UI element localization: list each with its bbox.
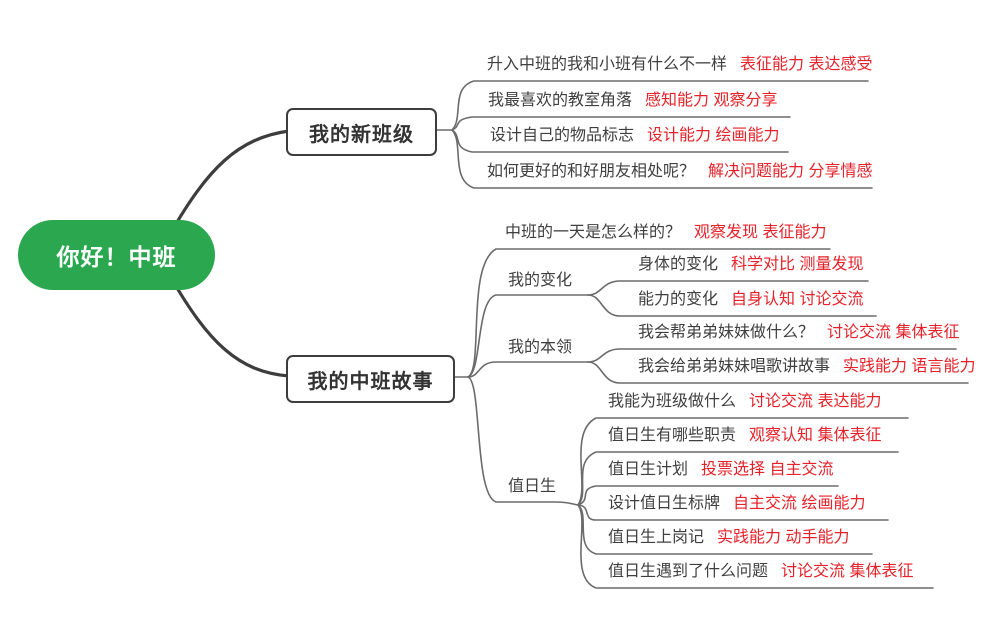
- leaf-text: 身体的变化: [638, 256, 719, 273]
- branch-new-class[interactable]: 我的新班级: [286, 108, 437, 156]
- sub-branch-changes-label: 我的变化: [508, 272, 573, 289]
- connector-newclass-leaf2: [451, 116, 791, 131]
- connector-skills-leaf1: [587, 348, 957, 363]
- leaf-text: 我能为班级做什么: [608, 393, 737, 410]
- leaf-tags: 讨论交流 集体表征: [827, 324, 960, 341]
- connector-root-to-new-class: [168, 129, 291, 236]
- leaf-tags: 实践能力 语言能力: [843, 358, 976, 375]
- leaf-tags: 自主交流 绘画能力: [733, 495, 866, 512]
- leaf-text: 我会给弟弟妹妹唱歌讲故事: [638, 358, 831, 375]
- leaf-node-duty-2[interactable]: 值日生有哪些职责 观察认知 集体表征: [608, 425, 881, 447]
- leaf-node-changes-1[interactable]: 身体的变化 科学对比 测量发现: [638, 254, 863, 276]
- leaf-tags: 表征能力 表达感受: [740, 56, 873, 73]
- sub-branch-duty[interactable]: 值日生: [508, 476, 556, 498]
- leaf-text: 中班的一天是怎么样的？: [505, 224, 682, 241]
- leaf-text: 值日生计划: [608, 461, 689, 478]
- leaf-tags: 设计能力 绘画能力: [647, 127, 780, 144]
- connector-skills-leaf2: [587, 361, 969, 384]
- sub-branch-changes[interactable]: 我的变化: [508, 270, 572, 292]
- leaf-text: 我会帮弟弟妹妹做什么？: [638, 324, 815, 341]
- connector-story-day: [467, 248, 831, 378]
- leaf-tags: 解决问题能力 分享情感: [708, 163, 873, 180]
- connector-story-duty: [467, 376, 579, 506]
- leaf-text: 值日生上岗记: [608, 529, 705, 546]
- connector-duty-leaf2: [577, 451, 899, 506]
- leaf-text: 如何更好的和好朋友相处呢？: [487, 163, 696, 180]
- leaf-node-new-class-1[interactable]: 升入中班的我和小班有什么不一样 表征能力 表达感受: [487, 54, 872, 76]
- leaf-tags: 观察认知 集体表征: [749, 427, 882, 444]
- connector-story-changes: [467, 294, 589, 378]
- leaf-node-duty-4[interactable]: 设计值日生标牌 自主交流 绘画能力: [608, 493, 865, 515]
- connector-newclass-leaf4: [451, 129, 873, 189]
- leaf-node-duty-3[interactable]: 值日生计划 投票选择 自主交流: [608, 459, 833, 481]
- sub-branch-skills[interactable]: 我的本领: [508, 337, 572, 359]
- connector-duty-leaf6: [577, 504, 934, 589]
- leaf-tags: 讨论交流 表达能力: [749, 393, 882, 410]
- branch-story-label: 我的中班故事: [307, 370, 434, 393]
- leaf-text: 升入中班的我和小班有什么不一样: [487, 56, 728, 73]
- sub-branch-skills-label: 我的本领: [508, 339, 573, 356]
- root-topic[interactable]: 你好！中班: [18, 220, 215, 290]
- connector-story-skills: [467, 361, 589, 378]
- branch-story[interactable]: 我的中班故事: [286, 355, 455, 403]
- branch-new-class-label: 我的新班级: [309, 123, 414, 146]
- leaf-text: 能力的变化: [638, 291, 719, 308]
- leaf-text: 值日生有哪些职责: [608, 427, 737, 444]
- leaf-node-duty-6[interactable]: 值日生遇到了什么问题 讨论交流 集体表征: [608, 561, 913, 583]
- leaf-node-story-day[interactable]: 中班的一天是怎么样的？ 观察发现 表征能力: [505, 222, 826, 244]
- leaf-tags: 自身认知 讨论交流: [731, 291, 864, 308]
- leaf-tags: 实践能力 动手能力: [717, 529, 850, 546]
- leaf-node-changes-2[interactable]: 能力的变化 自身认知 讨论交流: [638, 289, 863, 311]
- connector-changes-leaf2: [587, 294, 877, 317]
- leaf-node-skills-1[interactable]: 我会帮弟弟妹妹做什么？ 讨论交流 集体表征: [638, 322, 959, 344]
- leaf-text: 值日生遇到了什么问题: [608, 563, 769, 580]
- leaf-tags: 感知能力 观察分享: [645, 92, 778, 109]
- connector-duty-leaf1: [577, 417, 909, 506]
- leaf-text: 设计自己的物品标志: [490, 127, 635, 144]
- leaf-node-new-class-4[interactable]: 如何更好的和好朋友相处呢？ 解决问题能力 分享情感: [487, 161, 872, 183]
- leaf-node-new-class-3[interactable]: 设计自己的物品标志 设计能力 绘画能力: [490, 125, 779, 147]
- connector-duty-leaf5: [577, 504, 873, 555]
- leaf-node-duty-1[interactable]: 我能为班级做什么 讨论交流 表达能力: [608, 391, 881, 413]
- leaf-text: 我最喜欢的教室角落: [488, 92, 633, 109]
- leaf-text: 设计值日生标牌: [608, 495, 721, 512]
- leaf-tags: 投票选择 自主交流: [701, 461, 834, 478]
- leaf-node-new-class-2[interactable]: 我最喜欢的教室角落 感知能力 观察分享: [488, 90, 777, 112]
- leaf-node-skills-2[interactable]: 我会给弟弟妹妹唱歌讲故事 实践能力 语言能力: [638, 356, 975, 378]
- connector-newclass-leaf1: [451, 80, 869, 131]
- root-topic-label: 你好！中班: [56, 244, 177, 270]
- connector-changes-leaf1: [587, 280, 869, 296]
- leaf-node-duty-5[interactable]: 值日生上岗记 实践能力 动手能力: [608, 527, 849, 549]
- connector-duty-leaf3: [577, 485, 839, 506]
- connector-duty-leaf4: [577, 504, 889, 521]
- leaf-tags: 讨论交流 集体表征: [781, 563, 914, 580]
- leaf-tags: 科学对比 测量发现: [731, 256, 864, 273]
- sub-branch-duty-label: 值日生: [508, 478, 557, 495]
- connector-root-to-story: [168, 274, 291, 378]
- leaf-tags: 观察发现 表征能力: [694, 224, 827, 241]
